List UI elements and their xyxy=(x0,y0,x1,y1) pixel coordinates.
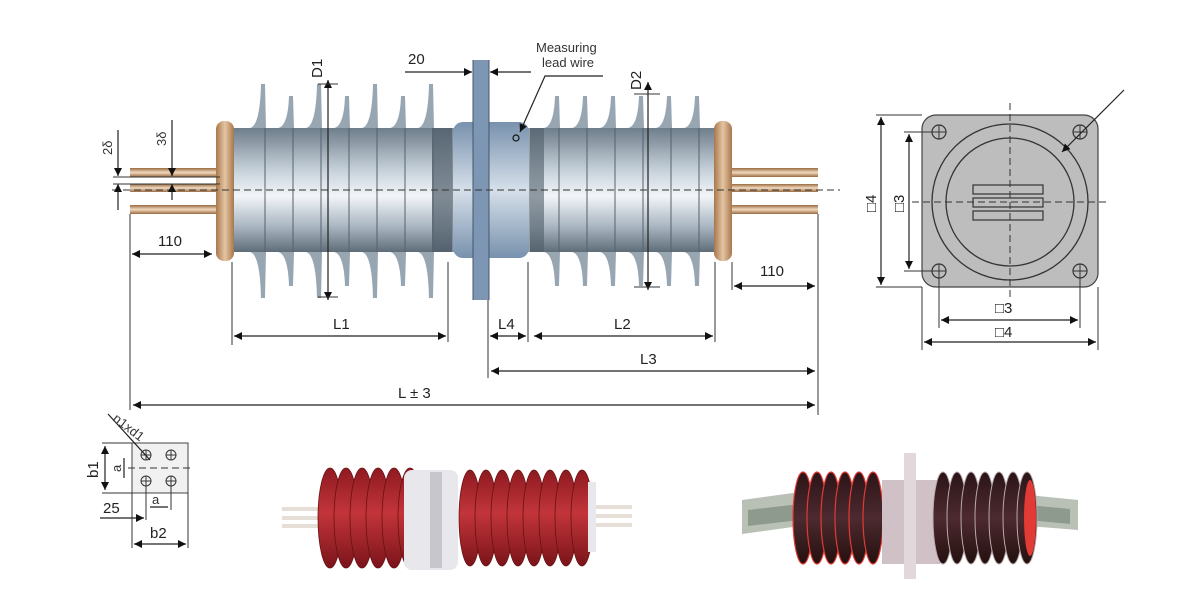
left-terminal xyxy=(130,168,218,214)
red-bushing-photo xyxy=(282,467,632,570)
l3-label: L3 xyxy=(640,351,657,368)
shed-bottom xyxy=(684,252,700,286)
shed-top xyxy=(250,84,266,128)
terminal-detail: b1 a n1xd1 a 25 b2 xyxy=(85,411,192,548)
left-terminal-length-label: 110 xyxy=(158,233,182,250)
shed-top xyxy=(684,96,700,128)
dark-end-cap xyxy=(1024,480,1036,556)
shed-top xyxy=(600,96,616,128)
side-view: D1 D2 20 Measuring lead wire 2δ 3δ 110 1… xyxy=(100,40,840,415)
b1-label: b1 xyxy=(85,461,102,478)
thickness-2-label: 2δ xyxy=(100,141,115,155)
shed-bottom xyxy=(572,252,588,286)
shed-top xyxy=(362,84,378,128)
shed-top xyxy=(418,84,434,128)
shed-top xyxy=(278,96,294,128)
shed-bottom xyxy=(628,252,644,286)
right-end-cap xyxy=(714,121,732,261)
l4-label: L4 xyxy=(498,316,515,333)
shed-top xyxy=(628,96,644,128)
holes-label: n1xd1 xyxy=(110,411,147,445)
right-shed-section xyxy=(544,96,700,286)
shed-bottom xyxy=(334,252,350,286)
shed-bottom xyxy=(278,252,294,286)
outer-square-v-label: □4 xyxy=(863,195,880,212)
measuring-lead-point xyxy=(512,134,520,142)
outer-square-h-label: □4 xyxy=(995,324,1012,341)
inner-square-v-label: □3 xyxy=(891,195,908,212)
l2-label: L2 xyxy=(614,316,631,333)
shed-bottom xyxy=(362,252,378,298)
shed-top xyxy=(544,96,560,128)
right-terminal xyxy=(732,168,818,214)
l1-label: L1 xyxy=(333,316,350,333)
shed-bottom xyxy=(600,252,616,286)
a-horizontal-label: a xyxy=(152,492,160,507)
measuring-lead-label-2: lead wire xyxy=(542,55,594,70)
inner-square-h-label: □3 xyxy=(995,300,1012,317)
shed-bottom xyxy=(250,252,266,298)
d2-label: D2 xyxy=(628,71,645,90)
shed-top xyxy=(572,96,588,128)
offset-label: 25 xyxy=(103,500,120,517)
measuring-lead-label-1: Measuring xyxy=(536,40,597,55)
shed-top xyxy=(656,96,672,128)
red-end-cap xyxy=(588,482,596,552)
d1-label: D1 xyxy=(309,59,326,78)
measuring-lead-leader xyxy=(519,75,603,133)
shed-bottom xyxy=(544,252,560,286)
shed-top xyxy=(306,84,322,128)
thickness-3-label: 3δ xyxy=(154,132,169,146)
shed-bottom xyxy=(306,252,322,298)
mounting-flange xyxy=(453,60,529,300)
left-shed-section xyxy=(250,84,434,298)
dark-shed xyxy=(862,471,884,565)
shed-bottom xyxy=(656,252,672,286)
dark-bushing-photo xyxy=(742,453,1078,579)
shed-top xyxy=(334,96,350,128)
end-view: □4 □3 □3 □4 xyxy=(863,89,1125,350)
flange-thickness-label: 20 xyxy=(408,51,425,68)
b2-label: b2 xyxy=(150,525,167,542)
left-end-cap xyxy=(216,121,234,261)
right-terminal-length-label: 110 xyxy=(760,263,784,280)
total-length-label: L ± 3 xyxy=(398,385,431,402)
a-vertical-label: a xyxy=(109,464,124,472)
shed-top xyxy=(390,96,406,128)
shed-bottom xyxy=(418,252,434,298)
shed-bottom xyxy=(390,252,406,286)
